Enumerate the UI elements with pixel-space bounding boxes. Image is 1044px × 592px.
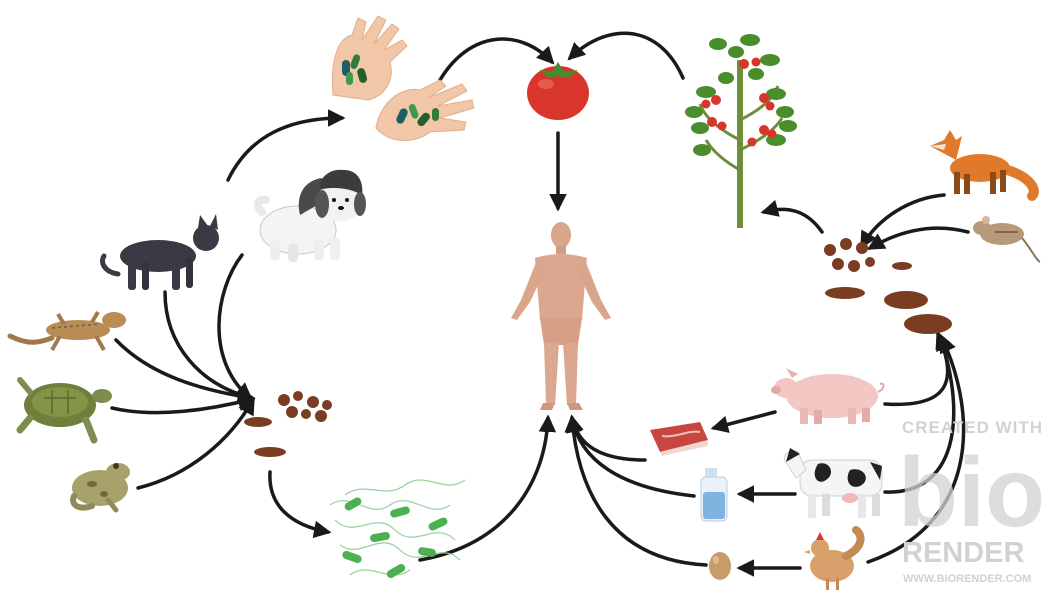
- arrow-pig-to-meat: [714, 412, 775, 428]
- arrow-pills-to-tomato: [440, 39, 552, 80]
- arrow-bacteria-to-human: [420, 418, 548, 560]
- arrow-mouse-to-feces: [870, 228, 968, 248]
- arrow-pets-to-pills: [228, 118, 342, 180]
- pig-icon: [771, 368, 884, 424]
- egg-icon: [709, 552, 731, 580]
- feces-pile-right-icon: [824, 238, 952, 334]
- cat-icon: [103, 214, 219, 290]
- frog-icon: [72, 463, 130, 510]
- arrow-plant-to-tomato: [570, 33, 683, 78]
- arrow-turtle-to-feces: [112, 399, 252, 413]
- watermark-url: WWW.BIORENDER.COM: [903, 573, 1031, 585]
- meat-icon: [650, 422, 708, 456]
- arrow-fox-to-feces: [862, 195, 944, 246]
- bacteria-cluster-icon: [330, 480, 465, 579]
- cow-icon: [784, 448, 882, 518]
- arrow-feces-to-plant: [764, 209, 822, 232]
- chicken-icon: [804, 530, 861, 590]
- milk-bottle-icon: [701, 468, 727, 521]
- mouse-icon: [973, 216, 1040, 262]
- hands-with-pills-icon: [332, 16, 474, 141]
- arrow-cat-to-feces: [165, 292, 252, 398]
- arrow-livestock-to-feces: [885, 334, 948, 404]
- watermark-brand: bio: [898, 437, 1044, 547]
- arrow-lizard-to-feces: [116, 340, 252, 398]
- watermark-created-with: CREATED WITH: [902, 418, 1043, 438]
- tomato-plant-icon: [685, 34, 797, 228]
- fox-icon: [930, 130, 1034, 196]
- watermark-render: RENDER: [902, 537, 1024, 570]
- arrow-feces-to-bacteria: [270, 472, 328, 532]
- human-icon: [511, 222, 611, 410]
- dog-icon: [258, 170, 366, 262]
- feces-pile-left-icon: [244, 391, 332, 457]
- turtle-icon: [20, 380, 112, 440]
- lizard-icon: [10, 312, 126, 350]
- arrow-meat-to-human: [572, 418, 645, 460]
- tomato-icon: [527, 62, 589, 120]
- arrow-dog-to-feces: [219, 255, 250, 398]
